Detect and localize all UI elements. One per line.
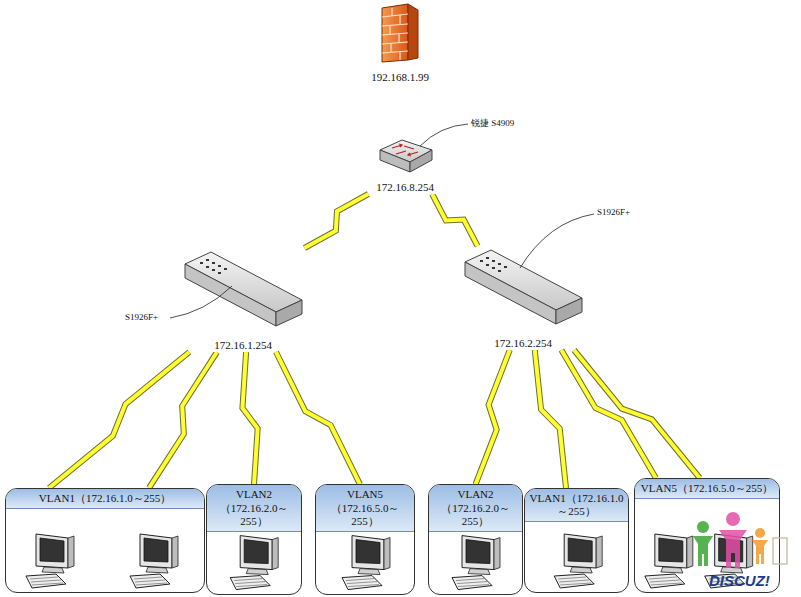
bolt-outline <box>149 352 217 488</box>
ip-label: 172.16.1.254 <box>212 339 274 352</box>
firewall: 192.168.1.99 <box>350 0 450 84</box>
wireless-link <box>432 194 477 246</box>
wireless-link <box>535 350 566 488</box>
pc-icon <box>26 534 74 588</box>
ip-label: 172.16.8.254 <box>374 181 436 194</box>
access-switch: 172.16.1.254 <box>178 248 308 352</box>
vlan-label: VLAN5（172.16.5.0～255） <box>639 482 775 495</box>
bolt-outline <box>304 194 368 248</box>
bolt-outline <box>432 194 477 246</box>
bolt-outline <box>242 352 257 484</box>
device-model: 锐捷 S4909 <box>470 117 515 130</box>
watermark: DISCUZ! <box>708 572 771 589</box>
ip-label: 172.16.2.254 <box>492 337 554 350</box>
pc-icon <box>230 536 278 590</box>
device-model: S1926F+ <box>596 207 631 217</box>
bolt-outline <box>476 350 510 484</box>
vlan-group: VLAN5（172.16.5.0～255） <box>315 484 415 595</box>
wireless-link <box>242 352 257 484</box>
ip-label: 192.168.1.99 <box>369 71 431 84</box>
vlan-label: VLAN2（172.16.2.0～255） <box>433 488 518 528</box>
core-switch: 172.16.8.254 <box>360 132 450 194</box>
wireless-link <box>304 194 368 248</box>
vlan-group: VLAN1（172.16.1.0～255） <box>5 488 205 593</box>
pc-icon <box>342 536 390 590</box>
vlan-label: VLAN2（172.16.2.0～255） <box>211 488 297 528</box>
vlan-group: VLAN2（172.16.2.0～255） <box>206 484 302 595</box>
wireless-link <box>574 350 700 478</box>
wireless-link <box>149 352 217 488</box>
vlan-group: VLAN2（172.16.2.0～255） <box>428 484 523 595</box>
vlan-header: VLAN2（172.16.2.0～255） <box>207 485 301 532</box>
access-switch: 172.16.2.254 <box>458 246 588 350</box>
wireless-link <box>49 352 189 488</box>
firewall-icon <box>382 4 418 62</box>
pc-icon <box>130 534 178 588</box>
vlan-header: VLAN1（172.16.1.0～255） <box>525 489 628 522</box>
pc-icon <box>554 534 602 588</box>
bolt-outline <box>574 350 700 478</box>
vlan-header: VLAN1（172.16.1.0～255） <box>6 489 204 509</box>
access-switch-icon <box>185 252 302 326</box>
vlan-group: VLAN1（172.16.1.0～255） <box>524 488 629 593</box>
vlan-header: VLAN2（172.16.2.0～255） <box>429 485 522 532</box>
bolt-outline <box>276 352 360 484</box>
access-switch-icon <box>465 250 582 324</box>
leader-line <box>170 124 594 318</box>
vlan-header: VLAN5（172.16.5.0～255） <box>635 479 779 499</box>
core-switch-icon <box>380 140 432 172</box>
vlan-label: VLAN1（172.16.1.0～255） <box>10 492 200 505</box>
vlan-header: VLAN5（172.16.5.0～255） <box>316 485 414 532</box>
bolt-outline <box>535 350 566 488</box>
wireless-link <box>276 352 360 484</box>
vlan-label: VLAN5（172.16.5.0～255） <box>320 488 410 528</box>
device-model: S1926F+ <box>124 312 159 322</box>
wireless-link <box>476 350 510 484</box>
pc-icon <box>452 536 500 590</box>
vlan-label: VLAN1（172.16.1.0～255） <box>529 492 624 518</box>
pc-icon <box>645 534 693 588</box>
bolt-outline <box>49 352 189 488</box>
